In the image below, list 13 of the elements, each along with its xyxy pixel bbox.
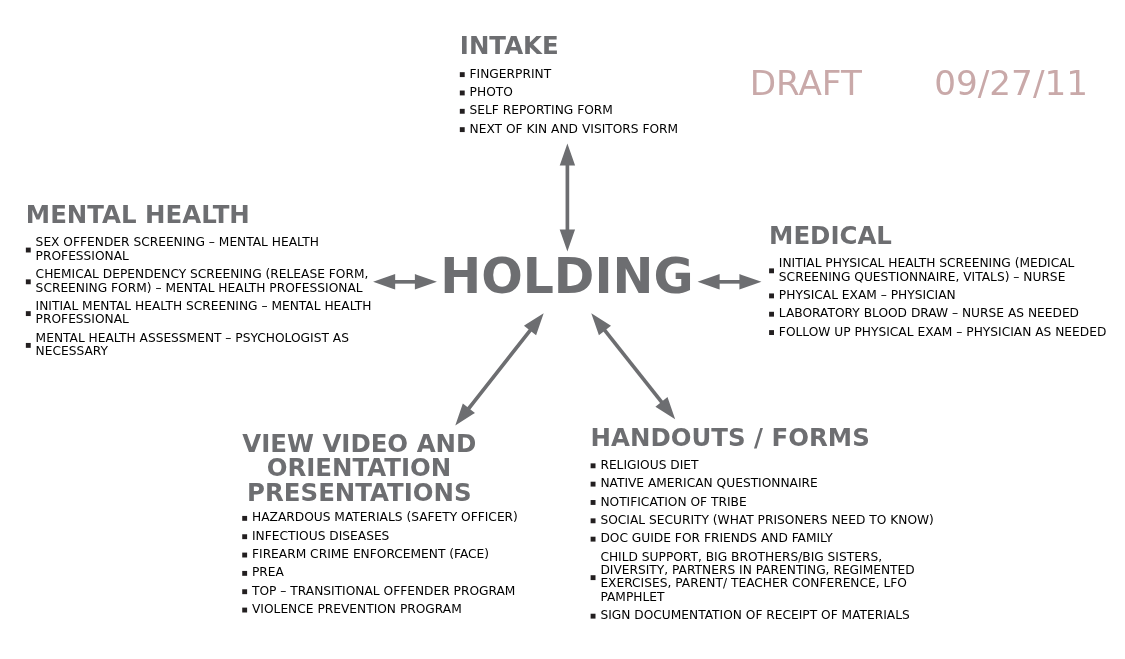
node-text: HANDOUTS / FORMS RELIGIOUS DIET NATIVE AMERICAN QUESTIONNAIRE NOTIFICATION OF TRIBE SOCIAL SECURITY (WHAT PRISONERS NEED TO KNOW) DOC GUIDE FOR FRIENDS AND FAMILY CHILD SUPPORT, BIG BROTHERS/BIG SISTERS, DIVERSITY, PARTNERS IN PARENTING, REGIMENTED EXERCISES, PARENT/ TEACHER CONFERENCE, LFO PAMPHLET SIGN DOCUMENTATION OF RECEIPT OF MATERIALS [590, 422, 934, 623]
arrow [373, 274, 437, 290]
arrow [455, 313, 544, 426]
node-text: HOLDING [440, 247, 694, 305]
node-text: INTAKE FINGERPRINT PHOTO SELF REPORTING FORM NEXT OF KIN AND VISITORS FORM [459, 31, 679, 136]
label: DRAFT [749, 62, 862, 103]
node-text: MENTAL HEALTH SEX OFFENDER SCREENING – MENTAL HEALTH PROFESSIONAL CHEMICAL DEPENDENCY SCREENING (RELEASE FORM, SCREENING FORM) – MENTAL HEALTH PROFESSIONAL INITIAL MENTAL HEALTH SCREENING – MENTAL HEALTH PROFESSIONAL MENTAL HEALTH ASSESSMENT – PSYCHOLOGIST AS NECESSARY [25, 200, 372, 359]
node-text: MEDICAL INITIAL PHYSICAL HEALTH SCREENING (MEDICAL SCREENING QUESTIONNAIRE, VITALS) – NURSE PHYSICAL EXAM – PHYSICIAN LABORATORY BLOOD DRAW – NURSE AS NEEDED FOLLOW UP PHYSICAL EXAM – PHYSICIAN AS NEEDED [769, 220, 1107, 339]
label: 09/27/11 [934, 62, 1088, 103]
arrow [559, 143, 576, 252]
arrow [591, 313, 676, 420]
arrow [697, 274, 762, 290]
node-text: VIEW VIDEO AND ORIENTATION PRESENTATIONS HAZARDOUS MATERIALS (SAFETY OFFICER) INFECTIOUS DISEASES FIREARM CRIME ENFORCEMENT (FACE) PREA TOP – TRANSITIONAL OFFENDER PROGRAM VIOLENCE PREVENTION PROGRAM [242, 428, 518, 617]
